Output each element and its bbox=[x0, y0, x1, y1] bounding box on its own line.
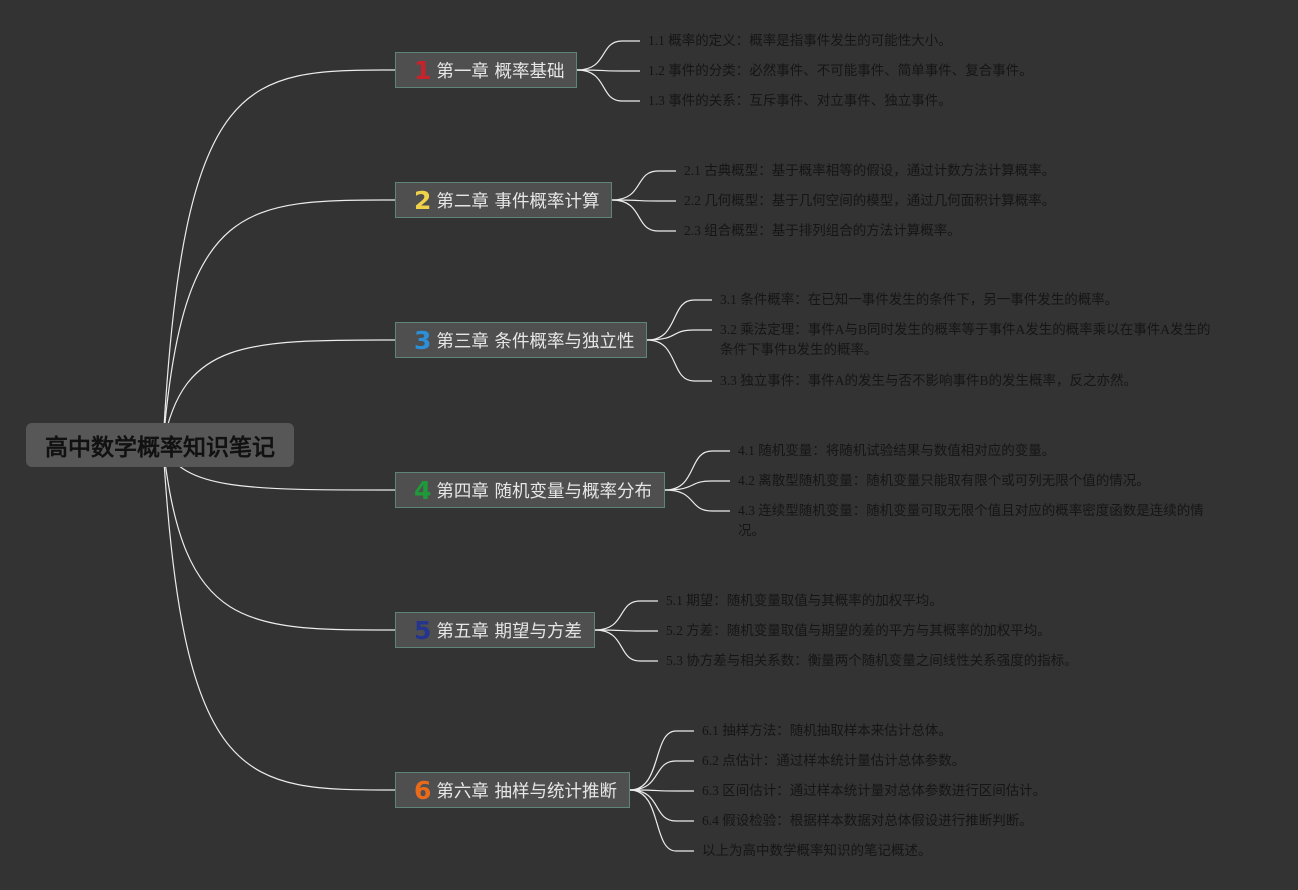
chapter-3-node[interactable]: 3 第三章 条件概率与独立性 bbox=[395, 322, 648, 358]
leaf-6-4[interactable]: 6.4 假设检验：根据样本数据对总体假设进行推断判断。 bbox=[702, 813, 1033, 828]
leaf-2-2[interactable]: 2.2 几何概型：基于几何空间的模型，通过几何面积计算概率。 bbox=[684, 193, 1056, 208]
leaf-2-1[interactable]: 2.1 古典概型：基于概率相等的假设，通过计数方法计算概率。 bbox=[684, 163, 1056, 178]
leaf-5-3[interactable]: 5.3 协方差与相关系数：衡量两个随机变量之间线性关系强度的指标。 bbox=[666, 653, 1078, 668]
leaf-6-5[interactable]: 以上为高中数学概率知识的笔记概述。 bbox=[702, 843, 932, 858]
chapter-4-node[interactable]: 4 第四章 随机变量与概率分布 bbox=[395, 472, 665, 508]
leaf-6-3[interactable]: 6.3 区间估计：通过样本统计量对总体参数进行区间估计。 bbox=[702, 783, 1047, 798]
leaf-6-1[interactable]: 6.1 抽样方法：随机抽取样本来估计总体。 bbox=[702, 723, 952, 738]
leaf-3-1[interactable]: 3.1 条件概率：在已知一事件发生的条件下，另一事件发生的概率。 bbox=[720, 292, 1119, 307]
chapter-1-number-icon: 1 bbox=[414, 55, 432, 85]
chapter-6-node[interactable]: 6 第六章 抽样与统计推断 bbox=[395, 772, 630, 808]
chapter-6-number-icon: 6 bbox=[414, 775, 432, 805]
leaf-5-2[interactable]: 5.2 方差：随机变量取值与期望的差的平方与其概率的加权平均。 bbox=[666, 623, 1051, 638]
leaf-6-2[interactable]: 6.2 点估计：通过样本统计量估计总体参数。 bbox=[702, 753, 966, 768]
leaf-5-1[interactable]: 5.1 期望：随机变量取值与其概率的加权平均。 bbox=[666, 593, 943, 608]
chapter-6-label: 第六章 抽样与统计推断 bbox=[436, 781, 617, 802]
leaf-2-3[interactable]: 2.3 组合概型：基于排列组合的方法计算概率。 bbox=[684, 223, 961, 238]
leaf-4-1[interactable]: 4.1 随机变量：将随机试验结果与数值相对应的变量。 bbox=[738, 443, 1056, 458]
chapter-5-node[interactable]: 5 第五章 期望与方差 bbox=[395, 612, 595, 648]
chapter-2-label: 第二章 事件概率计算 bbox=[436, 191, 600, 212]
chapter-4-number-icon: 4 bbox=[414, 475, 432, 505]
chapter-5-number-icon: 5 bbox=[414, 615, 432, 645]
chapter-1-label: 第一章 概率基础 bbox=[436, 61, 565, 82]
leaf-4-2[interactable]: 4.2 离散型随机变量：随机变量只能取有限个或可列无限个值的情况。 bbox=[738, 473, 1150, 488]
leaf-3-2[interactable]: 3.2 乘法定理：事件A与B同时发生的概率等于事件A发生的概率乘以在事件A发生的… bbox=[720, 322, 1211, 357]
chapter-5-label: 第五章 期望与方差 bbox=[436, 621, 582, 642]
leaf-1-3[interactable]: 1.3 事件的关系：互斥事件、对立事件、独立事件。 bbox=[648, 93, 952, 108]
leaf-1-2[interactable]: 1.2 事件的分类：必然事件、不可能事件、简单事件、复合事件。 bbox=[648, 63, 1033, 78]
chapter-2-node[interactable]: 2 第二章 事件概率计算 bbox=[395, 182, 613, 218]
leaf-1-1[interactable]: 1.1 概率的定义：概率是指事件发生的可能性大小。 bbox=[648, 33, 952, 48]
leaf-3-3[interactable]: 3.3 独立事件：事件A的发生与否不影响事件B的发生概率，反之亦然。 bbox=[720, 373, 1138, 388]
root-node[interactable]: 高中数学概率知识笔记 bbox=[26, 423, 294, 467]
chapter-3-number-icon: 3 bbox=[414, 325, 432, 355]
leaf-4-3[interactable]: 4.3 连续型随机变量：随机变量可取无限个值且对应的概率密度函数是连续的情况。 bbox=[738, 503, 1204, 538]
chapter-2-number-icon: 2 bbox=[414, 185, 432, 215]
chapter-1-node[interactable]: 1 第一章 概率基础 bbox=[395, 52, 578, 88]
chapter-4-label: 第四章 随机变量与概率分布 bbox=[436, 481, 652, 502]
chapter-3-label: 第三章 条件概率与独立性 bbox=[436, 331, 635, 352]
